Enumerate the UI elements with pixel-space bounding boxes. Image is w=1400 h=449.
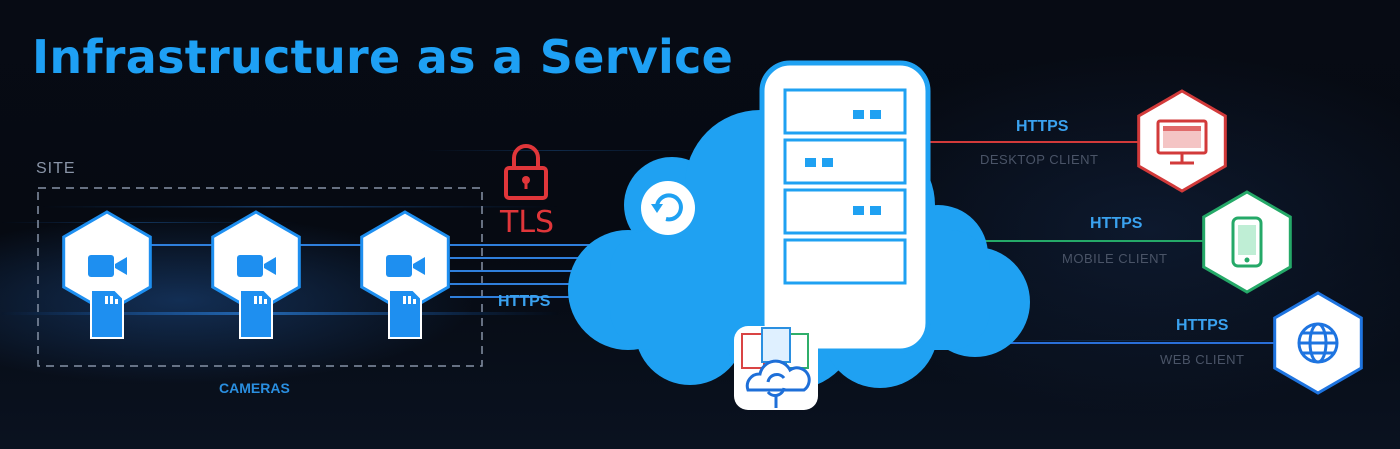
sd-card-icon <box>90 289 124 339</box>
web-client-label: WEB CLIENT <box>1160 352 1245 367</box>
mobile-client-node <box>1202 190 1292 294</box>
video-camera-icon <box>386 255 425 277</box>
site-https-label: HTTPS <box>498 293 551 310</box>
monitor-icon <box>1156 119 1208 165</box>
background-streaks <box>0 150 1330 341</box>
mobile-client-label: MOBILE CLIENT <box>1062 251 1168 266</box>
site-label: SITE <box>36 160 76 177</box>
cloud-sync-icon <box>734 326 818 410</box>
video-camera-icon <box>237 255 276 277</box>
lock-icon <box>504 144 548 200</box>
web-https-label: HTTPS <box>1176 317 1229 334</box>
mobile-https-label: HTTPS <box>1090 215 1143 232</box>
refresh-icon <box>641 181 695 235</box>
video-camera-icon <box>88 255 127 277</box>
site-boundary <box>37 187 483 367</box>
camera-node-3 <box>360 210 450 339</box>
desktop-https-label: HTTPS <box>1016 118 1069 135</box>
desktop-client-node <box>1137 89 1227 193</box>
globe-icon <box>1297 322 1339 364</box>
camera-node-2 <box>211 210 301 339</box>
web-client-node <box>1273 291 1363 395</box>
server-icon <box>759 60 931 354</box>
sd-card-icon <box>239 289 273 339</box>
camera-node-1 <box>62 210 152 339</box>
smartphone-icon <box>1231 216 1263 268</box>
tls-label: TLS <box>500 205 555 240</box>
page-title: Infrastructure as a Service <box>32 30 734 84</box>
sd-card-icon <box>388 289 422 339</box>
cameras-label: CAMERAS <box>219 380 290 396</box>
desktop-client-label: DESKTOP CLIENT <box>980 152 1099 167</box>
